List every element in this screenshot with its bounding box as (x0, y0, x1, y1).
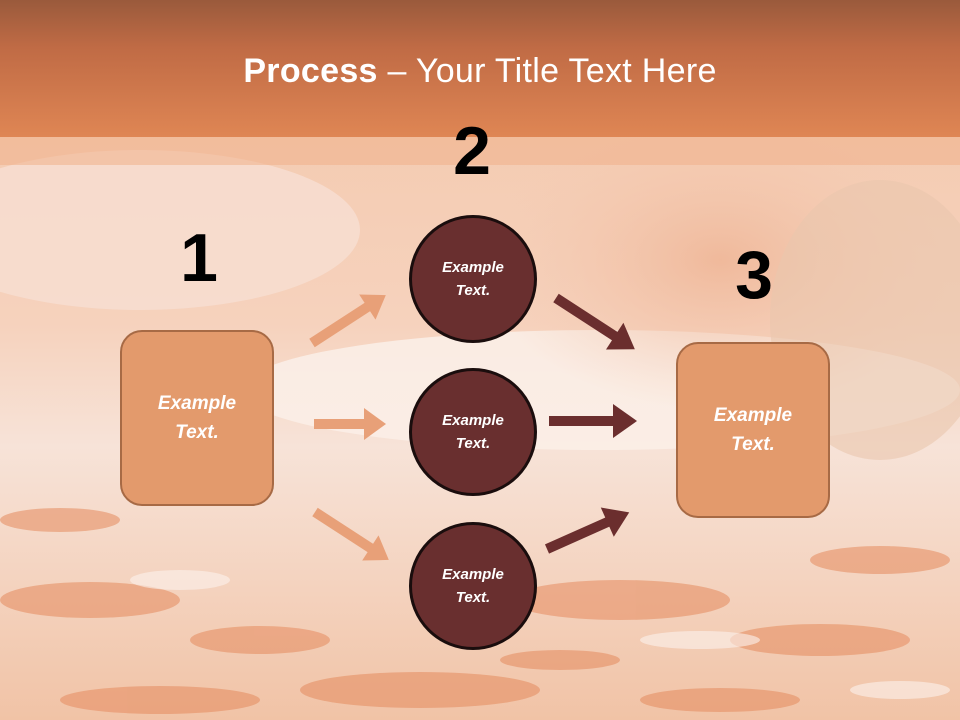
process-circle-top: Example Text. (409, 215, 537, 343)
step-number-1: 1 (180, 220, 218, 296)
arrow-middle-to-right (549, 404, 637, 438)
process-start-box: Example Text. (120, 330, 274, 506)
circle-bottom-text: Example Text. (442, 566, 504, 606)
arrow-left-to-top (309, 294, 386, 348)
process-circle-middle: Example Text. (409, 368, 537, 496)
arrow-left-to-middle (314, 408, 386, 440)
circle-middle-text: Example Text. (442, 412, 504, 452)
title-bold: Process (243, 52, 378, 90)
arrow-top-to-right (553, 293, 635, 350)
circle-top-text: Example Text. (442, 259, 504, 299)
process-end-box: Example Text. (676, 342, 830, 518)
step-number-2: 2 (453, 113, 491, 189)
arrow-bottom-to-right (544, 507, 630, 554)
start-box-text: Example Text. (157, 393, 237, 443)
process-circle-bottom: Example Text. (409, 522, 537, 650)
arrow-left-to-bottom (312, 507, 389, 561)
step-number-3: 3 (735, 237, 773, 313)
page-title: Process – Your Title Text Here (0, 52, 960, 91)
end-box-text: Example Text. (713, 405, 793, 455)
title-rest: – Your Title Text Here (377, 52, 717, 90)
